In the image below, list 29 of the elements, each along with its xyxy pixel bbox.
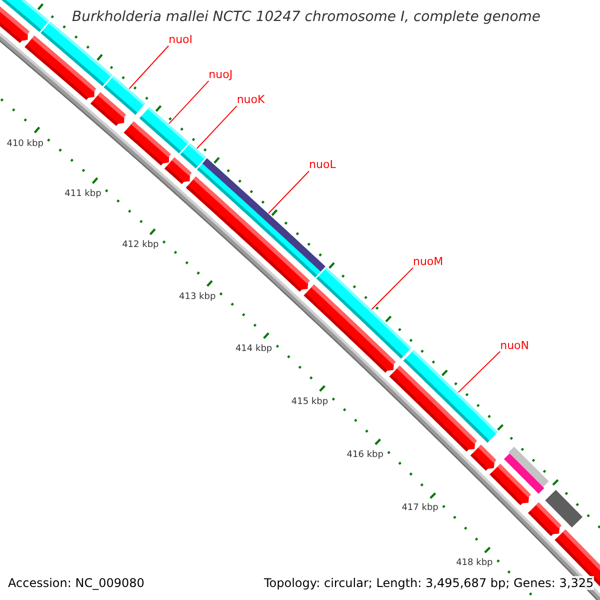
- gene-bar: [180, 143, 206, 168]
- leader-line: [196, 105, 238, 149]
- scale-label: 416 kbp: [346, 450, 384, 460]
- gene-bar: [104, 76, 146, 115]
- leader-line: [128, 45, 170, 90]
- scale-label: 413 kbp: [179, 292, 216, 302]
- scale-label: 410 kbp: [6, 138, 44, 149]
- scale-label: 417 kbp: [402, 503, 438, 514]
- gene-label: nuoI: [168, 32, 193, 46]
- gene-label: nuoN: [500, 338, 529, 352]
- footer-text: Topology: circular; Length: 3,495,687 bp; Genes: 3,325: [264, 576, 594, 590]
- gene-bar: [403, 350, 498, 443]
- leader-line: [268, 170, 310, 214]
- gene-bar: [139, 107, 189, 154]
- leader-line: [371, 267, 414, 310]
- leader-line: [168, 80, 210, 124]
- scale-label: 418 kbp: [456, 558, 493, 568]
- scale-label: 415 kbp: [291, 396, 328, 407]
- gene-bar: [316, 268, 412, 359]
- gene-label: nuoL: [309, 158, 336, 172]
- gene-label: nuoJ: [208, 68, 233, 81]
- leader-line: [458, 351, 501, 393]
- title: Burkholderia mallei NCTC 10247 chromosome I, complete genome: [72, 9, 541, 25]
- footer-text: Accession: NC_009080: [8, 576, 144, 590]
- scale-label: 412 kbp: [122, 240, 159, 250]
- scale-label: 414 kbp: [235, 344, 272, 354]
- gene-label: nuoK: [236, 92, 265, 106]
- scale-label: 411 kbp: [64, 189, 102, 200]
- gene-label: nuoM: [412, 254, 444, 268]
